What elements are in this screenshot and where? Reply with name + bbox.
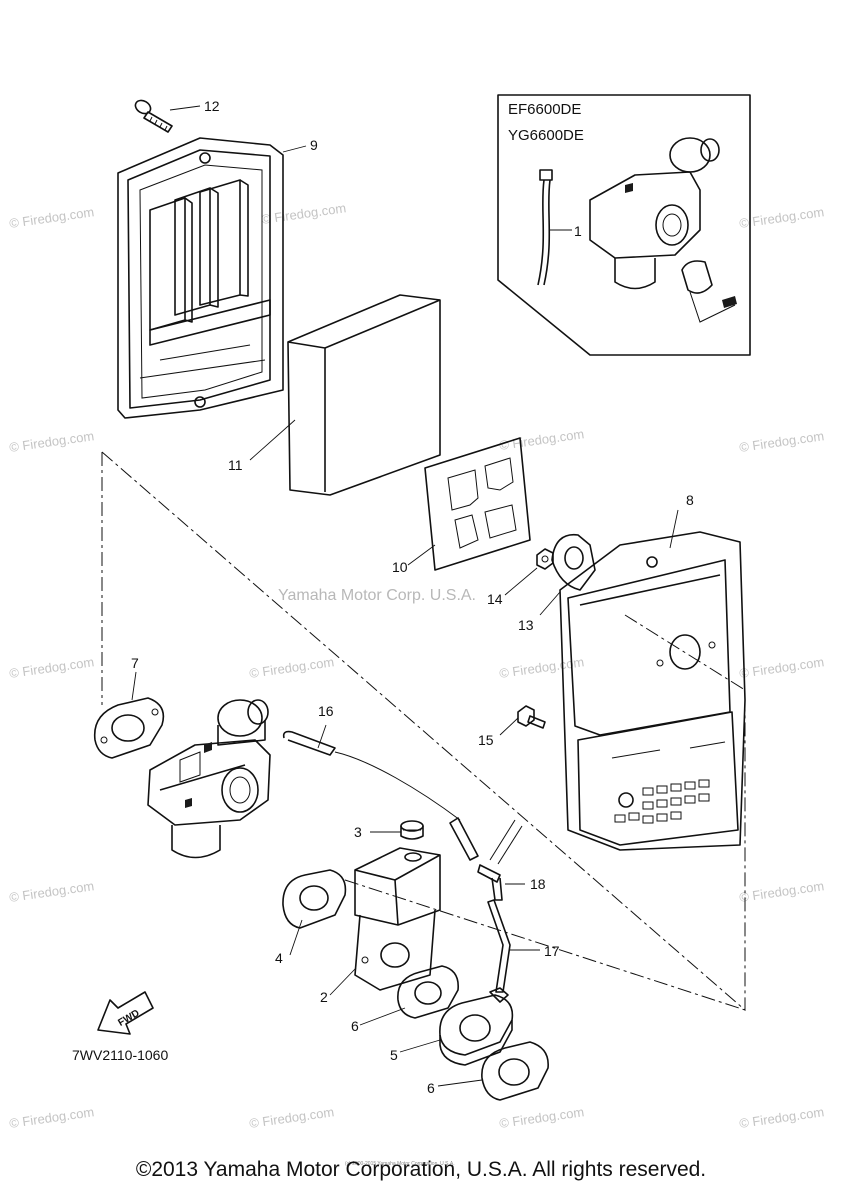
carburetor: [147, 699, 271, 859]
label-part-5: 5: [390, 1047, 398, 1063]
part-6-gasket-upper: [397, 965, 459, 1019]
part-8-cover: [559, 531, 746, 851]
copyright-footer: ©2013 Yamaha Motor Corporation, U.S.A. A…: [135, 1158, 707, 1181]
label-part-6-lower: 6: [427, 1080, 435, 1096]
part-7-gasket: [93, 697, 165, 759]
part-13-gasket: [551, 533, 596, 591]
watermark: © Firedog.com: [248, 654, 335, 681]
watermark: © Firedog.com: [248, 1104, 335, 1131]
diagram-code: 7WV2110-1060: [72, 1047, 168, 1063]
inset-model-2: YG6600DE: [508, 127, 584, 144]
part-2-insulator: [354, 847, 441, 991]
part-6-gasket-lower: [481, 1041, 549, 1101]
label-part-13: 13: [518, 617, 534, 633]
label-part-10: 10: [392, 559, 408, 575]
inset-wire: [537, 169, 553, 286]
label-part-14: 14: [487, 591, 503, 607]
inset-model-1: EF6600DE: [508, 101, 581, 118]
part-17-hose: [487, 899, 511, 1003]
part-16-hose: [282, 730, 479, 861]
inset-carburetor: [589, 137, 737, 323]
watermark: © Firedog.com: [8, 428, 95, 455]
watermark: © Firedog.com: [498, 1104, 585, 1131]
inset-box: EF6600DE YG6600DE: [497, 94, 751, 356]
label-part-12: 12: [204, 98, 220, 114]
label-part-11: 11: [228, 457, 243, 473]
fwd-label: FWD: [116, 1008, 141, 1029]
label-part-7: 7: [131, 655, 139, 671]
watermark: © Firedog.com: [738, 878, 825, 905]
watermark: © Firedog.com: [498, 426, 585, 453]
part-9-air-cleaner-case: [117, 137, 284, 419]
label-part-15: 15: [478, 732, 494, 748]
part-labels: 12 9 1 11 10 8 14 13 7 16 15 3 18 4 17 2…: [131, 98, 694, 1096]
watermark: © Firedog.com: [738, 1104, 825, 1131]
part-11-element: [287, 294, 441, 496]
part-12-screw: [134, 99, 173, 133]
part-4-gasket: [282, 869, 347, 929]
part-10-gasket: [424, 437, 531, 571]
watermark: © Firedog.com: [738, 204, 825, 231]
label-part-17: 17: [544, 943, 560, 959]
label-part-2: 2: [320, 989, 328, 1005]
label-part-3: 3: [354, 824, 362, 840]
part-18-joint: [477, 819, 523, 901]
label-part-9: 9: [310, 137, 318, 153]
part-14-nut: [536, 548, 554, 570]
part-15-bolt: [517, 705, 546, 729]
watermark-small: (c) 2000-2015 Yamaha Motor Corporation, …: [345, 1161, 455, 1167]
part-5-spacer: [439, 994, 514, 1066]
leader-lines: [131, 105, 679, 1087]
label-part-1: 1: [574, 223, 582, 239]
watermark: © Firedog.com: [260, 200, 347, 227]
watermark-center: Yamaha Motor Corp. U.S.A.: [278, 587, 476, 604]
label-part-8: 8: [686, 492, 694, 508]
label-part-4: 4: [275, 950, 283, 966]
label-part-18: 18: [530, 876, 546, 892]
watermark: © Firedog.com: [738, 428, 825, 455]
part-3-cap: [400, 820, 424, 840]
watermark: © Firedog.com: [8, 878, 95, 905]
watermark: © Firedog.com: [8, 654, 95, 681]
label-part-16: 16: [318, 703, 334, 719]
watermark: © Firedog.com: [738, 654, 825, 681]
fwd-arrow: FWD: [97, 991, 154, 1035]
label-part-6-upper: 6: [351, 1018, 359, 1034]
watermark: © Firedog.com: [8, 1104, 95, 1131]
watermark: © Firedog.com: [8, 204, 95, 231]
assembly-lines: [101, 451, 746, 1012]
